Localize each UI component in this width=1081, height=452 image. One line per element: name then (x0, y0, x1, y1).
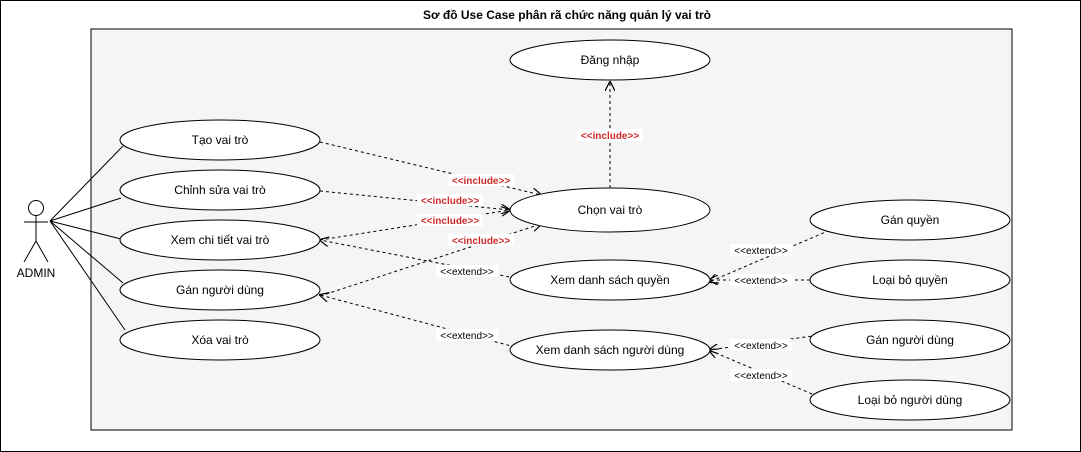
stick-figure-actor-icon (23, 200, 49, 263)
use-case-label: Loại bỏ người dùng (858, 393, 963, 407)
use-case-label: Gán quyền (881, 213, 940, 227)
use-case-loai-bo-nguoi-dung[interactable]: Loại bỏ người dùng (809, 379, 1011, 421)
use-case-xem-danh-sach-quyen[interactable]: Xem danh sách quyền (509, 259, 711, 301)
use-case-label: Xóa vai trò (191, 333, 249, 347)
actor-admin[interactable]: ADMIN (17, 200, 56, 281)
diagram-title: Sơ đồ Use Case phân rã chức năng quản lý… (423, 8, 711, 22)
extend-label: <<extend>> (440, 331, 494, 342)
relationship-labels: <<include>> <<include>> <<include>> <<in… (417, 129, 792, 382)
use-case-gan-quyen[interactable]: Gán quyền (809, 199, 1011, 241)
extend-dsnguoidung-gan (320, 295, 516, 348)
use-case-tao-vai-tro[interactable]: Tạo vai trò (119, 119, 321, 161)
use-case-label: Loại bỏ quyền (872, 273, 947, 287)
use-case-label: Xem chi tiết vai trò (171, 233, 270, 247)
include-label: <<include>> (452, 236, 511, 247)
use-case-chinh-sua-vai-tro[interactable]: Chỉnh sửa vai trò (119, 169, 321, 211)
include-label: <<include>> (452, 176, 511, 187)
extend-label: <<extend>> (734, 341, 788, 352)
use-case-label: Chỉnh sửa vai trò (174, 183, 266, 197)
use-case-gan-nguoi-dung-2[interactable]: Gán người dùng (809, 319, 1011, 361)
use-case-loai-bo-quyen[interactable]: Loại bỏ quyền (809, 259, 1011, 301)
use-case-xem-danh-sach-nguoi-dung[interactable]: Xem danh sách người dùng (509, 329, 711, 371)
extend-label: <<extend>> (734, 371, 788, 382)
use-case-label: Gán người dùng (866, 333, 954, 347)
include-label: <<include>> (581, 131, 640, 142)
use-case-xoa-vai-tro[interactable]: Xóa vai trò (119, 319, 321, 361)
use-case-label: Chọn vai trò (578, 203, 643, 217)
use-case-chon-vai-tro[interactable]: Chọn vai trò (509, 187, 711, 233)
include-label: <<include>> (421, 196, 480, 207)
include-tao-chon (319, 141, 541, 195)
use-case-label: Xem danh sách quyền (550, 273, 669, 287)
include-label: <<include>> (421, 216, 480, 227)
extend-label: <<extend>> (734, 276, 788, 287)
actor-associations (49, 145, 126, 331)
use-case-gan-nguoi-dung[interactable]: Gán người dùng (119, 269, 321, 311)
use-case-dang-nhap[interactable]: Đăng nhập (509, 39, 711, 81)
use-case-label: Xem danh sách người dùng (536, 343, 685, 357)
include-chinhsua-chon (319, 190, 510, 210)
use-case-xem-chi-tiet-vai-tro[interactable]: Xem chi tiết vai trò (119, 219, 321, 261)
use-case-label: Đăng nhập (581, 53, 640, 67)
extend-label: <<extend>> (734, 246, 788, 257)
use-case-label: Gán người dùng (176, 283, 264, 297)
actor-label: ADMIN (17, 266, 56, 280)
include-xemchitiet-chon (319, 210, 510, 241)
use-case-label: Tạo vai trò (192, 133, 249, 147)
extend-label: <<extend>> (440, 267, 494, 278)
